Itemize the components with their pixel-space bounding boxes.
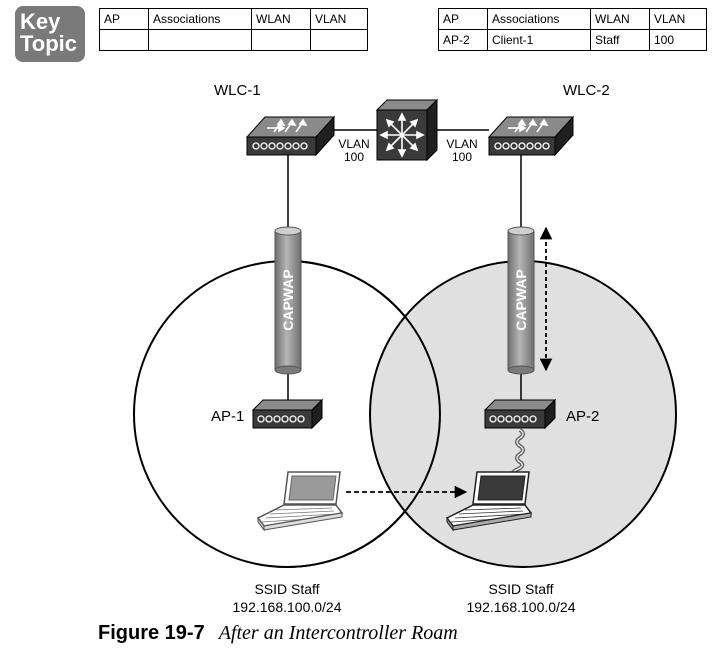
vlan-label-left: VLAN 100 — [334, 138, 374, 164]
table-cell: AP-2 — [438, 29, 488, 51]
vlan-label-right-line1: VLAN — [446, 137, 478, 151]
table-header-cell: VLAN — [649, 8, 707, 30]
capwap-label-right: CAPWAP — [513, 269, 529, 330]
capwap-tunnel-right — [507, 226, 535, 375]
table-header-row: AP Associations WLAN VLAN — [99, 8, 368, 30]
table-cell: Staff — [590, 29, 650, 51]
table-cell — [310, 29, 368, 51]
figure-caption: Figure 19-7 After an Intercontroller Roam — [98, 622, 458, 645]
ssid-name-right: SSID Staff — [488, 581, 554, 597]
wlc2-controller-icon — [487, 115, 575, 157]
wlc1-controller-icon — [245, 115, 336, 157]
ap2-label: AP-2 — [566, 408, 600, 425]
ap2-access-point-icon — [483, 398, 557, 430]
capwap-tunnel-left — [274, 226, 302, 375]
ap1-coverage-edge — [286, 260, 441, 568]
wlc1-label: WLC-1 — [214, 82, 261, 99]
client-laptop-before-icon — [256, 471, 344, 532]
vlan-label-right-line2: 100 — [451, 150, 473, 164]
wlc2-association-table: AP Associations WLAN VLAN AP-2 Client-1 … — [438, 8, 707, 51]
vlan-label-left-line1: VLAN — [338, 137, 370, 151]
key-topic-badge: Key Topic — [15, 6, 85, 62]
ssid-name-left: SSID Staff — [254, 581, 320, 597]
table-row: AP-2 Client-1 Staff 100 — [438, 29, 707, 51]
table-header-cell: Associations — [148, 8, 252, 30]
vlan-label-right: VLAN 100 — [442, 138, 482, 164]
ssid-subnet-left: 192.168.100.0/24 — [232, 599, 342, 615]
wlc1-association-table: AP Associations WLAN VLAN — [99, 8, 368, 51]
core-switch-icon — [375, 98, 439, 162]
badge-line-2: Topic — [20, 31, 78, 56]
vlan-label-left-line2: 100 — [343, 150, 365, 164]
ap1-access-point-icon — [251, 398, 324, 430]
table-cell: 100 — [649, 29, 707, 51]
badge-line-1: Key — [20, 9, 61, 34]
table-header-cell: AP — [99, 8, 149, 30]
table-row — [99, 29, 368, 51]
figure-title: After an Intercontroller Roam — [218, 622, 458, 644]
ap1-label: AP-1 — [211, 408, 245, 425]
table-cell: Client-1 — [487, 29, 591, 51]
table-header-cell: Associations — [487, 8, 591, 30]
ssid-label-left: SSID Staff 192.168.100.0/24 — [207, 580, 367, 616]
ssid-subnet-right: 192.168.100.0/24 — [466, 599, 576, 615]
figure-number: Figure 19-7 — [98, 622, 205, 644]
client-laptop-after-icon — [445, 471, 533, 532]
capwap-label-left: CAPWAP — [280, 269, 296, 330]
ssid-label-right: SSID Staff 192.168.100.0/24 — [441, 580, 601, 616]
wlc2-label: WLC-2 — [563, 82, 610, 99]
